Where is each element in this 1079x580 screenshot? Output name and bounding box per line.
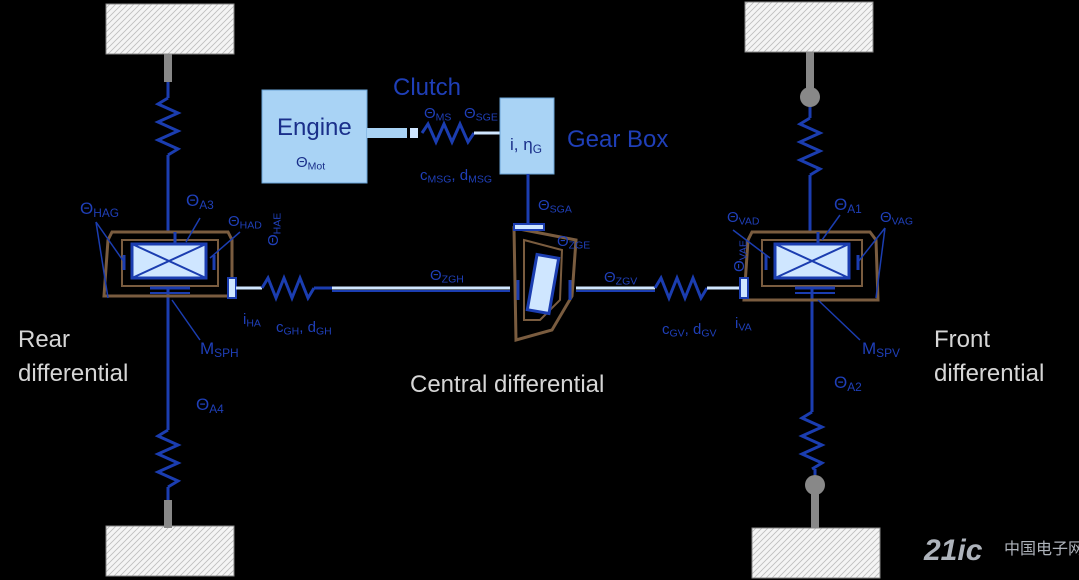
m-sph-label: MSPH (200, 339, 239, 360)
c-gh-label: cGH, dGH (276, 319, 332, 338)
d-a3-label: dA3 (108, 123, 128, 141)
rear-propshaft (227, 273, 510, 303)
wheel-front-bottom (751, 527, 881, 579)
theta-zgv-label: ΘZGV (604, 269, 638, 288)
wheel-rear-bottom (105, 525, 235, 577)
omega-r3-label: ΘR3 (110, 67, 133, 85)
omega-r2-label: ΘR2 (838, 487, 861, 505)
front-propshaft (576, 273, 749, 303)
rear-diff-housing (102, 230, 234, 298)
leader-lines (95, 214, 886, 341)
theta-a3-label: ΘA3 (186, 191, 214, 212)
theta-sga-label: ΘSGA (538, 197, 572, 216)
c-a2-label: cA2 (850, 435, 869, 453)
front-diff-label-2: differential (934, 360, 1045, 387)
theta-hag-label: ΘHAG (80, 199, 120, 220)
c-msg-label: cMSG, dMSG (420, 167, 493, 186)
front-axle (796, 107, 826, 475)
gearbox-label: Gear Box (567, 126, 669, 153)
m-spv-label: MSPV (862, 339, 900, 360)
theta-ms-label: ΘMS (424, 105, 452, 124)
theta-vad-label: ΘVAD (727, 209, 760, 228)
c-gv-label: cGV, dGV (662, 321, 717, 340)
d-a1-label: dA1 (742, 123, 762, 141)
central-diff-label: Central differential (410, 371, 605, 398)
d-a4-label: dA4 (108, 431, 128, 449)
d-a2-label: dA2 (742, 429, 762, 447)
c-a3-label: cA3 (206, 123, 225, 141)
theta-a4-label: ΘA4 (196, 395, 224, 416)
rear-diff-label-1: Rear (18, 326, 71, 353)
c-a4-label: cA4 (206, 455, 225, 473)
theta-zgh-label: ΘZGH (430, 267, 464, 286)
i-va-label: iVA (735, 315, 752, 334)
theta-zge-label: ΘZGE (557, 233, 591, 252)
central-diff (512, 192, 578, 342)
rear-diff-label-2: differential (18, 360, 129, 387)
rear-axle (154, 82, 182, 500)
watermark-logo: 21ic (924, 534, 983, 567)
omega-r4-label: ΘR4 (110, 483, 133, 501)
wheel-front-top (744, 1, 874, 53)
theta-a1-label: ΘA1 (834, 195, 862, 216)
theta-vag-label: ΘVAG (880, 209, 914, 228)
theta-hae-label: ΘHAE (265, 212, 284, 246)
clutch-label: Clutch (393, 74, 462, 101)
engine-label: Engine (277, 114, 352, 141)
theta-vae-label: ΘVAE (731, 240, 750, 272)
gearbox-ratio-label: i, ηG (510, 135, 542, 156)
watermark-text: 中国电子网 (1004, 541, 1079, 558)
wheel-rear-top (105, 3, 235, 55)
omega-r1-label: ΘR1 (838, 69, 861, 87)
wheel-node-front-top (800, 87, 820, 107)
theta-had-label: ΘHAD (228, 213, 262, 232)
front-diff-housing (742, 230, 880, 302)
i-ha-label: iHA (243, 311, 261, 330)
front-diff-label-1: Front (934, 326, 991, 353)
theta-a2-label: ΘA2 (834, 373, 862, 394)
clutch-spring (420, 120, 476, 146)
engine-box (261, 89, 368, 184)
wheel-node-front-bottom (805, 475, 825, 495)
theta-sge-label: ΘSGE (464, 105, 498, 124)
theta-mot-label: ΘMot (296, 154, 326, 173)
c-a1-label: cA1 (850, 135, 869, 153)
